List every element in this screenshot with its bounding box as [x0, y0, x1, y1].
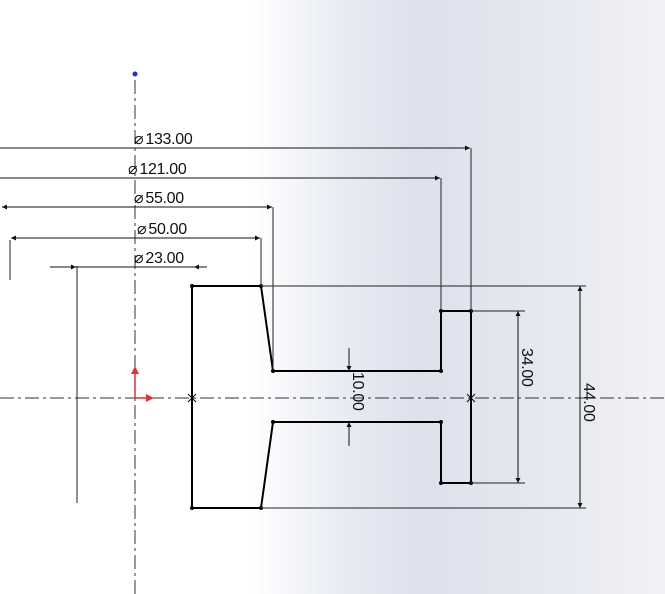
svg-text:⌀50.00: ⌀50.00	[137, 221, 187, 238]
dim-label-44[interactable]: 44.00	[580, 383, 597, 422]
svg-text:⌀133.00: ⌀133.00	[134, 131, 193, 148]
dimension-lines	[0, 145, 583, 508]
sketch-vertices	[190, 284, 473, 510]
dim-label-55[interactable]: ⌀55.00	[134, 190, 185, 207]
dim-label-121[interactable]: ⌀121.00	[128, 161, 187, 178]
svg-text:⌀55.00: ⌀55.00	[134, 190, 184, 207]
midpoint-markers	[187, 393, 476, 403]
svg-text:⌀121.00: ⌀121.00	[128, 161, 187, 178]
dim-label-10[interactable]: 10.00	[349, 372, 366, 411]
centerpoint-icon[interactable]	[132, 71, 138, 77]
origin-icon[interactable]	[131, 366, 154, 402]
sketch-profile[interactable]	[191, 285, 472, 509]
dim-label-133[interactable]: ⌀133.00	[134, 131, 193, 148]
dim-label-50[interactable]: ⌀50.00	[137, 221, 188, 238]
extension-lines	[260, 148, 586, 509]
dim-label-23[interactable]: ⌀23.00	[134, 250, 185, 267]
dim-label-34[interactable]: 34.00	[518, 348, 535, 387]
centerlines	[0, 80, 665, 594]
svg-text:⌀23.00: ⌀23.00	[134, 250, 184, 267]
